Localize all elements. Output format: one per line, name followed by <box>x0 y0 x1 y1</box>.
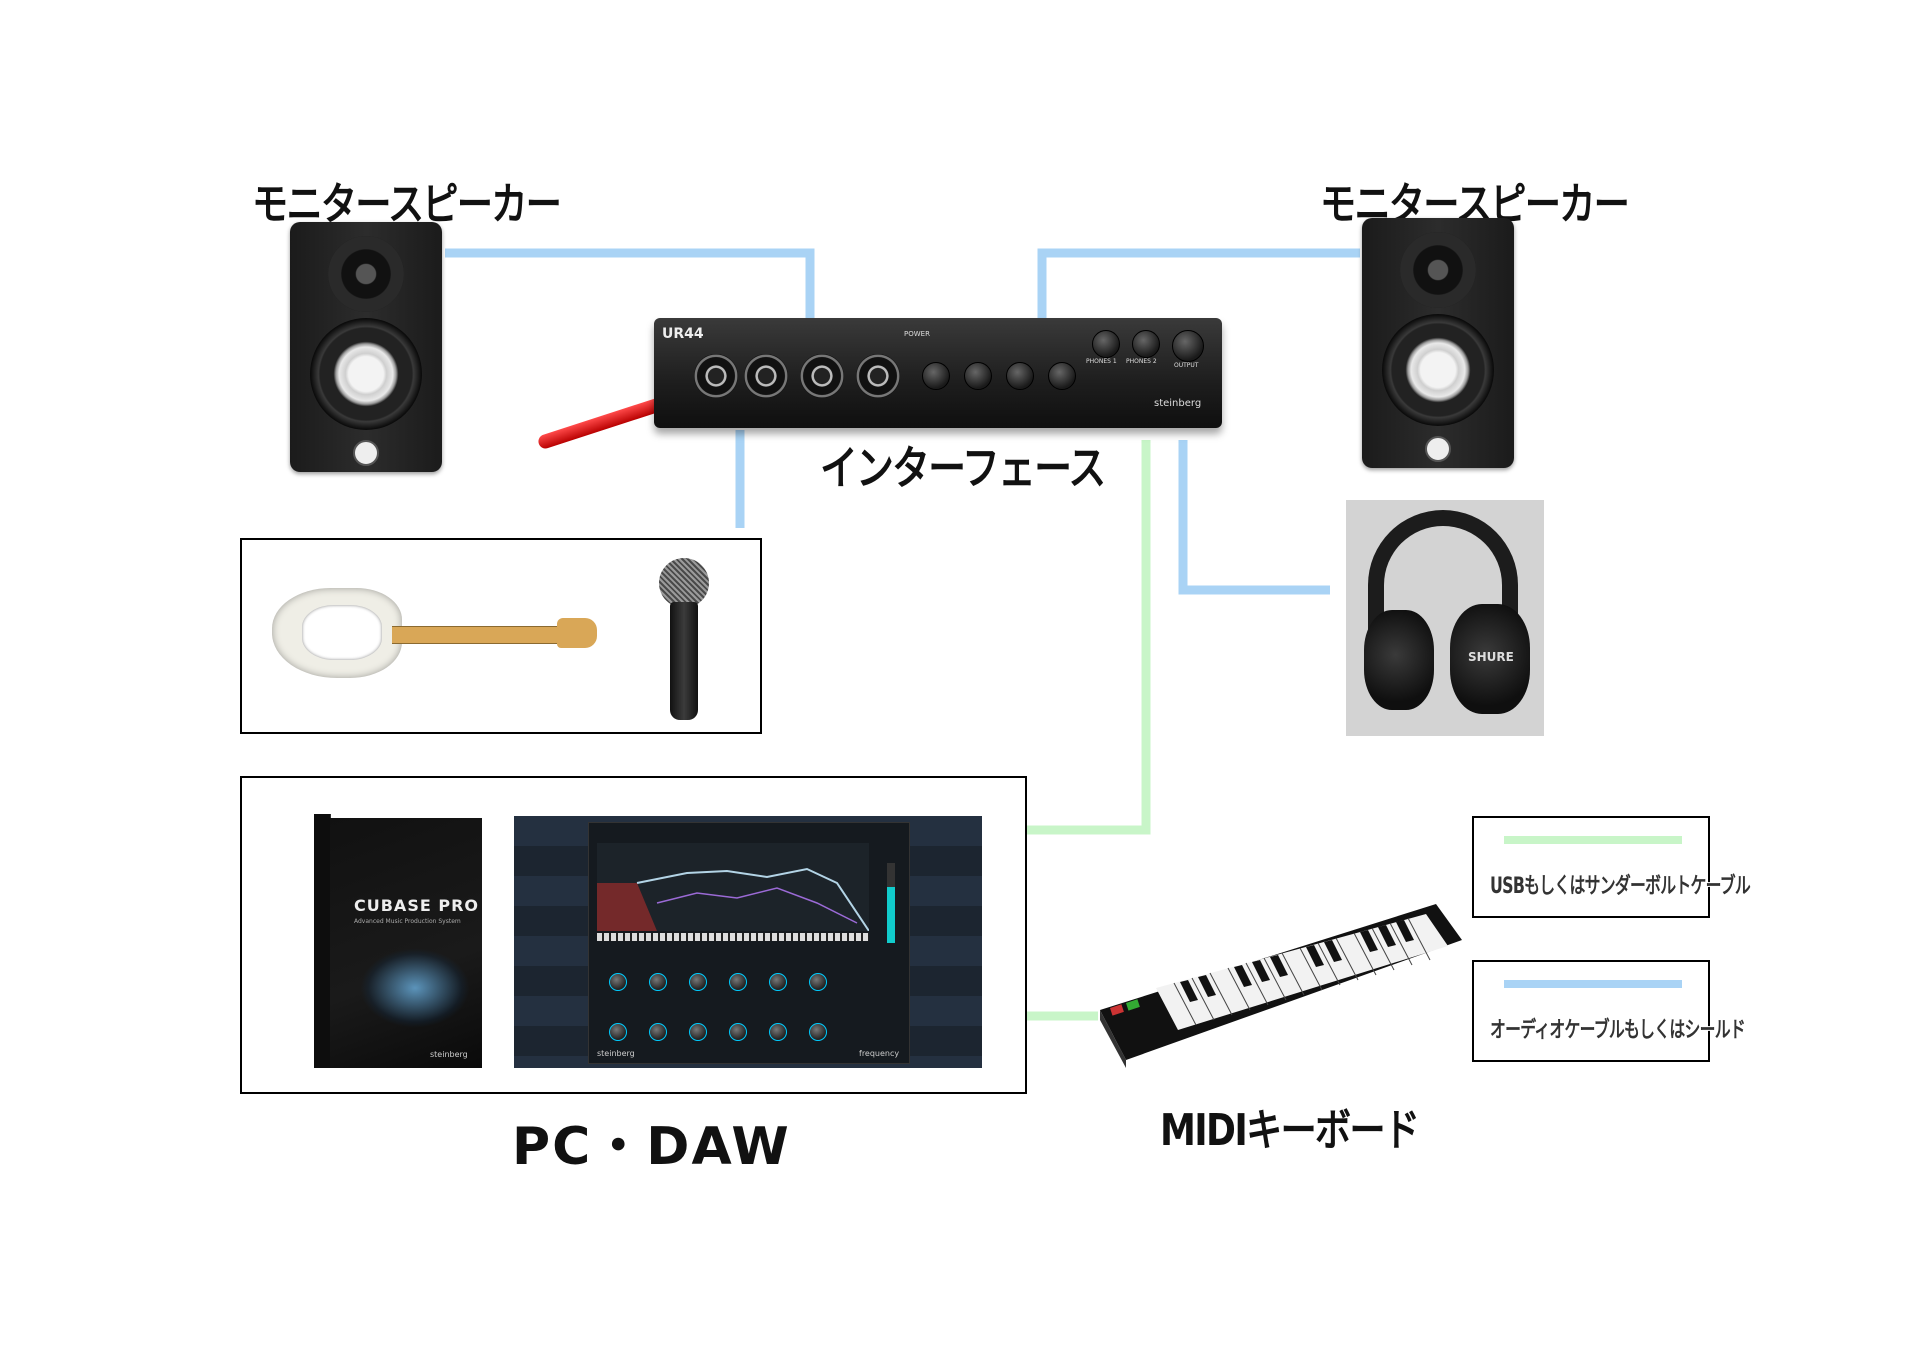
audio-cable-headphones <box>1178 440 1330 595</box>
pc-daw-box: CUBASE PRO Advanced Music Production Sys… <box>240 776 1027 1094</box>
phones-knob-icon <box>1132 330 1160 358</box>
legend-audio-swatch <box>1504 980 1682 988</box>
gain-knob-icon <box>1048 362 1076 390</box>
gain-knob-icon <box>922 362 950 390</box>
power-label: POWER <box>904 330 930 338</box>
pickguard-icon <box>302 605 382 660</box>
guitar-neck-icon <box>392 626 562 644</box>
headphones-brand: SHURE <box>1468 650 1514 664</box>
output-label: OUTPUT <box>1174 362 1199 369</box>
headphones-icon: SHURE <box>1346 500 1544 736</box>
ear-cup-icon <box>1364 610 1434 710</box>
speaker-left-label: モニタースピーカー <box>252 179 562 230</box>
woofer-icon <box>310 318 422 430</box>
speaker-right-icon <box>1362 218 1514 468</box>
instruments-box <box>240 538 762 734</box>
eq-band-knob-icon <box>769 1023 787 1041</box>
plugin-name: frequency <box>859 1049 900 1058</box>
tweeter-icon <box>1400 232 1476 308</box>
eq-band-knob-icon <box>729 1023 747 1041</box>
eq-curve-display <box>597 843 870 932</box>
woofer-icon <box>1382 314 1494 426</box>
eq-band-knob-icon <box>769 973 787 991</box>
brand-label: steinberg <box>1154 398 1202 409</box>
eq-band-knob-icon <box>649 973 667 991</box>
gain-knob-icon <box>964 362 992 390</box>
eq-band-knob-icon <box>689 973 707 991</box>
pc-daw-label: PC・DAW <box>512 1117 791 1177</box>
gain-knob-icon <box>1006 362 1034 390</box>
eq-band-knob-icon <box>809 1023 827 1041</box>
combo-input-icon <box>744 354 788 398</box>
keyboard-drawing <box>1100 904 1462 1068</box>
logo-badge-icon <box>353 440 379 466</box>
eq-band-knob-icon <box>649 1023 667 1041</box>
eq-curve-icon <box>597 867 870 932</box>
box-front: CUBASE PRO Advanced Music Production Sys… <box>330 818 482 1068</box>
daw-screen: steinberg frequency <box>514 816 982 1068</box>
daw-software-icon: CUBASE PRO Advanced Music Production Sys… <box>314 814 482 1068</box>
logo-badge-icon <box>1425 436 1451 462</box>
eq-band-knob-icon <box>689 1023 707 1041</box>
interface-model: UR44 <box>662 326 704 342</box>
mic-grille-icon <box>659 558 709 608</box>
eq-band-knob-icon <box>809 973 827 991</box>
eq-band-knob-icon <box>609 973 627 991</box>
legend-usb-text: USBもしくはサンダーボルトケーブル <box>1490 874 1751 899</box>
audio-cable-right-speaker <box>1037 248 1360 318</box>
audio-interface-icon: UR44 POWER PHONES 1 PHONES 2 OUTPUT stei… <box>654 318 1222 428</box>
input-jack-icon <box>694 354 738 398</box>
interface-label: インターフェース <box>820 441 1106 495</box>
plugin-brand: steinberg <box>597 1049 635 1058</box>
microphone-icon <box>654 558 714 728</box>
output-meter-icon <box>887 863 895 943</box>
guitar-headstock-icon <box>557 618 597 648</box>
tweeter-icon <box>328 236 404 312</box>
swirl-artwork-icon <box>360 948 470 1028</box>
phones1-label: PHONES 1 <box>1086 358 1117 365</box>
combo-input-icon <box>856 354 900 398</box>
midi-keyboard-label: MIDIキーボード <box>1160 1105 1420 1156</box>
box-spine <box>314 814 331 1068</box>
eq-band-knob-icon <box>609 1023 627 1041</box>
legend-audio-text: オーディオケーブルもしくはシールド <box>1490 1018 1746 1043</box>
phones-knob-icon <box>1092 330 1120 358</box>
product-title: CUBASE PRO <box>354 896 479 915</box>
speaker-left-icon <box>290 222 442 472</box>
audio-cable-left-speaker <box>445 248 815 318</box>
usb-cable-pc <box>1027 440 1151 835</box>
mic-body-icon <box>670 602 698 720</box>
output-knob-icon <box>1172 330 1204 362</box>
brand-label: steinberg <box>430 1050 468 1059</box>
legend-usb: USBもしくはサンダーボルトケーブル <box>1472 816 1751 918</box>
product-subtitle: Advanced Music Production System <box>354 918 461 925</box>
piano-strip <box>597 933 869 941</box>
eq-plugin-window: steinberg frequency <box>588 822 910 1064</box>
eq-band-knob-icon <box>729 973 747 991</box>
combo-input-icon <box>800 354 844 398</box>
legend-usb-swatch <box>1504 836 1682 844</box>
ear-cup-icon <box>1450 604 1530 714</box>
phones2-label: PHONES 2 <box>1126 358 1157 365</box>
legend-audio: オーディオケーブルもしくはシールド <box>1472 960 1746 1062</box>
guitar-icon <box>272 580 602 690</box>
midi-keyboard-icon <box>1096 900 1476 1070</box>
